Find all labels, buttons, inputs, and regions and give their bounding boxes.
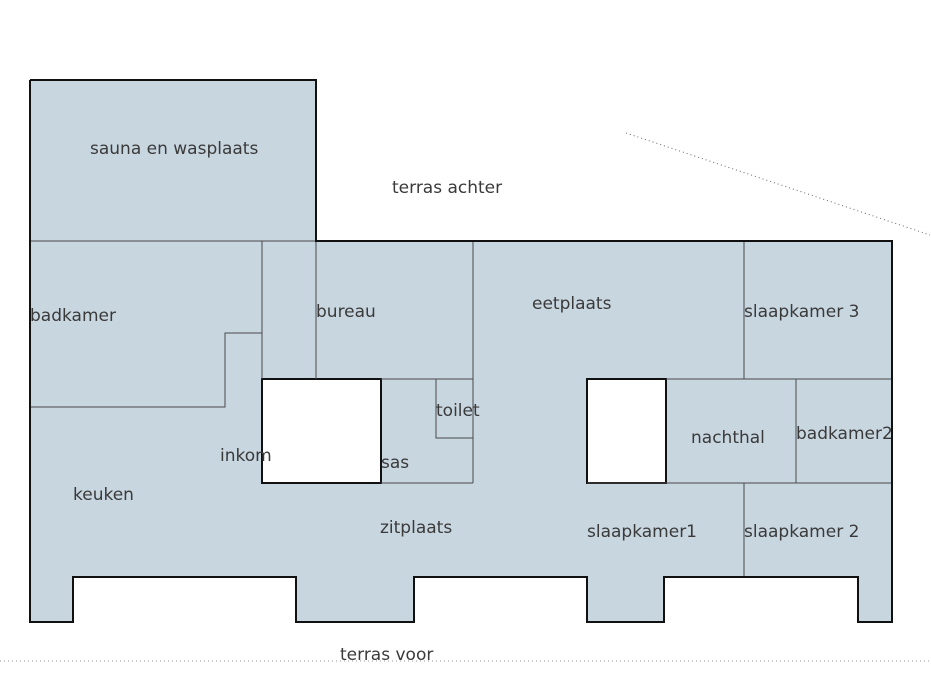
pillar-1-floor: [30, 577, 73, 622]
back-boundary-line: [625, 132, 931, 236]
pillar-2-floor: [296, 577, 414, 622]
void-right: [586, 378, 667, 484]
label-sauna: sauna en wasplaats: [90, 139, 258, 159]
label-nachthal: nachthal: [691, 428, 765, 448]
label-eetplaats: eetplaats: [532, 294, 612, 314]
room-labels: sauna en wasplaats badkamer bureau eetpl…: [30, 139, 893, 542]
inner-walls: [30, 240, 892, 577]
label-inkom: inkom: [220, 446, 272, 466]
label-slaapkamer3: slaapkamer 3: [744, 302, 859, 322]
label-badkamer2: badkamer2: [796, 424, 893, 444]
wall-toilet: [435, 379, 473, 439]
house-floor: [30, 241, 892, 578]
label-toilet: toilet: [436, 401, 480, 421]
pillar-3-floor: [587, 577, 664, 622]
label-terras-achter: terras achter: [392, 178, 502, 198]
label-terras-voor: terras voor: [340, 645, 433, 665]
label-badkamer: badkamer: [30, 306, 116, 326]
wall-badkamer: [30, 332, 262, 408]
outer-walls: [29, 79, 893, 623]
label-zitplaats: zitplaats: [380, 518, 452, 538]
label-slaapkamer2: slaapkamer 2: [744, 522, 859, 542]
void-left: [261, 378, 382, 484]
pillar-4-floor: [858, 577, 892, 622]
sauna-floor: [30, 80, 316, 242]
label-bureau: bureau: [316, 302, 376, 322]
label-slaapkamer1: slaapkamer1: [587, 522, 697, 542]
label-sas: sas: [381, 453, 409, 473]
floor-fill: [30, 80, 892, 622]
label-keuken: keuken: [73, 485, 134, 505]
outer-wall-main: [29, 79, 893, 623]
